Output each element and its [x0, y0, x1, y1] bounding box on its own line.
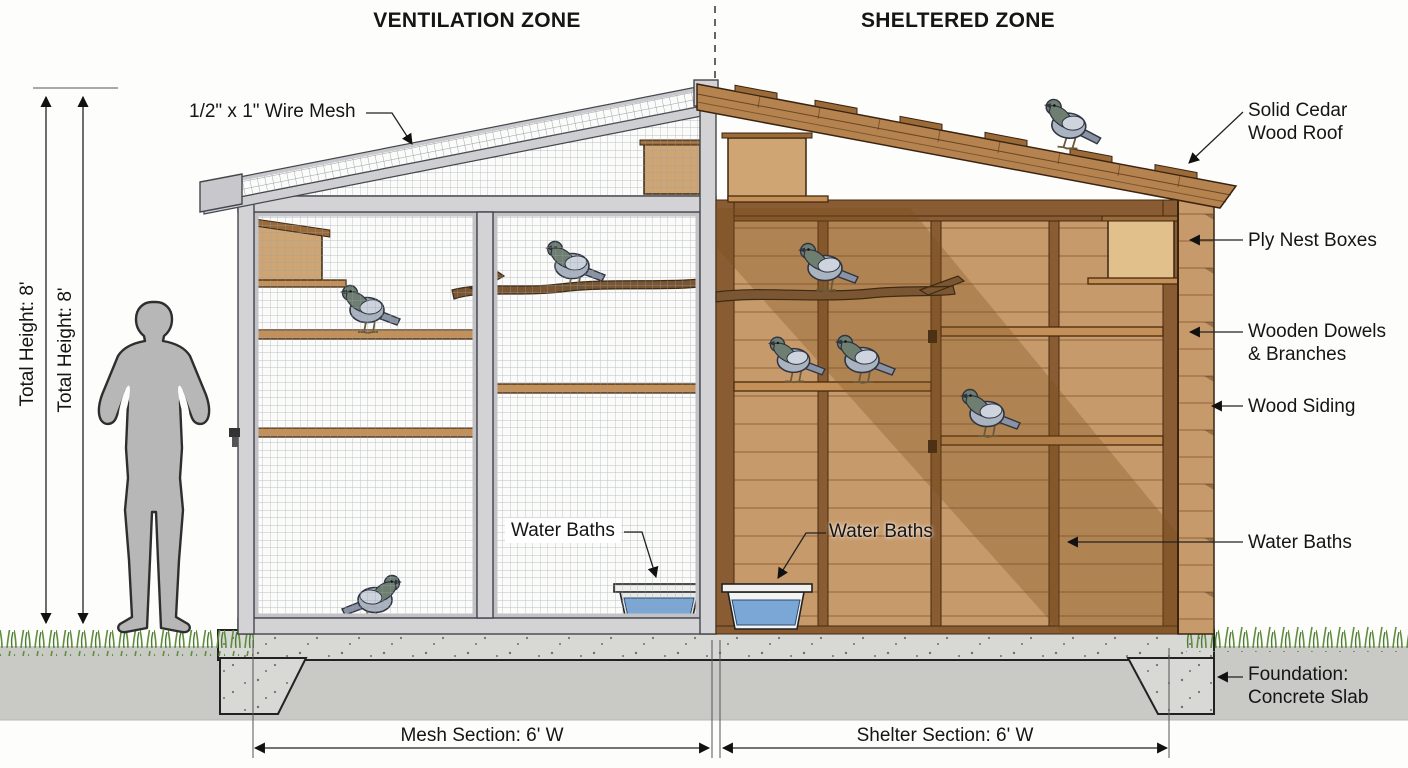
hinge-icon: [928, 440, 937, 453]
shelter-section-dim-label: Shelter Section: 6' W: [856, 725, 1034, 746]
foundation-label: Foundation: Concrete Slab: [1248, 664, 1369, 708]
cedar-roof-graphic: [693, 79, 1238, 209]
ventilation-zone-title: VENTILATION ZONE: [373, 9, 581, 32]
water-baths-mesh-label: Water Baths: [505, 518, 621, 543]
zone-divider-post: [699, 95, 717, 635]
wooden-dowels-label: Wooden Dowels & Branches: [1248, 321, 1387, 365]
grass: [0, 624, 1408, 656]
wire-mesh-label: 1/2" x 1" Wire Mesh: [189, 101, 356, 122]
sheltered-zone-title: SHELTERED ZONE: [861, 9, 1055, 32]
shelter-zone-graphic: [715, 132, 1179, 635]
mesh-zone-graphic: [199, 83, 717, 635]
mesh-top-rail: [237, 195, 717, 213]
shelter-nest-box: [721, 132, 829, 203]
shelter-shelf: [940, 435, 1164, 446]
leader-lines: [366, 111, 1244, 683]
mesh-center-post: [476, 211, 494, 619]
mesh-bottom-rail: [237, 617, 717, 635]
foundation-graphic: [0, 629, 1408, 721]
wall-planks: [716, 227, 1178, 617]
shelter-nest-box: [1087, 215, 1179, 285]
ply-nest-boxes-label: Ply Nest Boxes: [1248, 230, 1377, 251]
shelter-shelf: [940, 326, 1164, 337]
dimension-lines: [33, 87, 1170, 758]
water-baths-right-label: Water Baths: [1248, 532, 1352, 553]
water-bath-shelter: [721, 583, 813, 630]
wood-siding-label: Wood Siding: [1248, 396, 1356, 417]
mesh-section-dim-label: Mesh Section: 6' W: [400, 725, 564, 746]
total-height-outer-label: Total Height: 8': [17, 281, 38, 407]
wood-siding-graphic: [1177, 195, 1215, 635]
shelter-branch: [715, 275, 966, 303]
shadow: [716, 208, 1178, 634]
human-figure: [97, 300, 211, 634]
total-height-inner-label: Total Height: 8': [55, 287, 76, 413]
mesh-left-post: [237, 195, 255, 635]
water-baths-shelter-label: Water Baths: [829, 521, 933, 542]
pigeon: [1038, 97, 1106, 153]
hinge-icon: [928, 330, 937, 343]
mesh-roof: [199, 83, 713, 215]
cedar-roof-label: Solid Cedar Wood Roof: [1248, 100, 1348, 144]
door-latch-icon: [229, 428, 240, 447]
shelter-shelf: [733, 381, 932, 392]
